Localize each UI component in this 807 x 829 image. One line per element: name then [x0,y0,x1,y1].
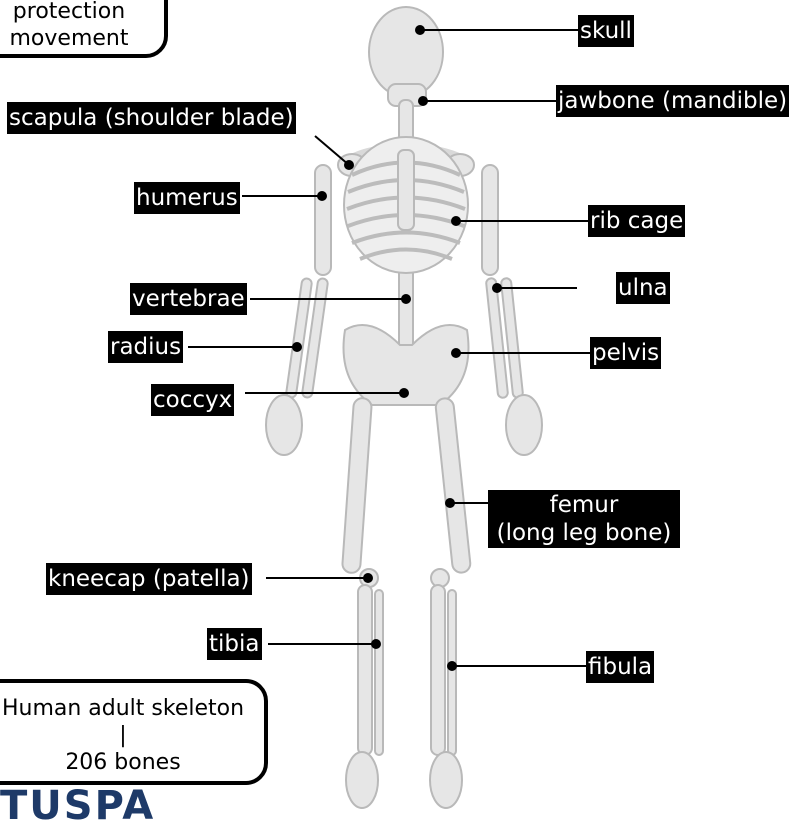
label-kneecap: kneecap (patella) [46,563,252,595]
label-coccyx: coccyx [151,384,234,416]
separator: | [0,722,264,749]
femur-left [342,398,372,574]
sternum [398,150,414,230]
label-femur-line2: (long leg bone) [490,519,678,547]
label-tibia: tibia [207,628,262,660]
info-box-bone-count: Human adult skeleton | 206 bones [0,679,268,785]
label-femur-line1: femur [490,491,678,519]
humerus-left [315,165,331,275]
function-protection: protection [0,0,164,25]
label-pelvis: pelvis [590,337,661,369]
function-movement: movement [0,25,164,52]
femur-right [435,398,471,574]
label-skull: skull [578,15,634,47]
label-radius: radius [108,331,183,363]
label-humerus: humerus [134,182,240,214]
skeleton-title: Human adult skeleton [0,695,264,722]
publisher-logo: TUSPA [0,786,155,826]
info-box-functions: protection movement [0,0,168,58]
label-ulna: ulna [616,272,670,304]
label-jawbone: jawbone (mandible) [556,85,789,117]
bone-count: 206 bones [0,749,264,776]
label-femur: femur (long leg bone) [488,490,680,548]
logo-text: TUSPA [0,783,155,829]
diagram-stage: protection movement Human adult skeleton… [0,0,807,812]
label-fibula: fibula [586,651,654,683]
label-rib-cage: rib cage [588,205,685,237]
label-scapula: scapula (shoulder blade) [7,102,296,134]
label-vertebrae: vertebrae [130,283,247,315]
